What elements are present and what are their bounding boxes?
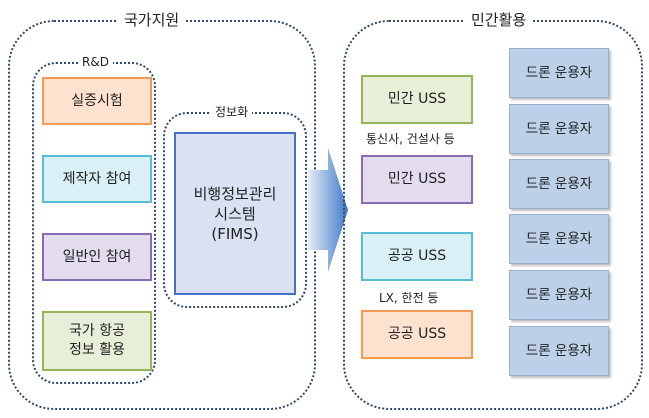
rd-item-field-test: 실증시험 — [42, 77, 152, 125]
flow-arrow-icon — [308, 148, 348, 272]
fims-box: 비행정보관리 시스템 (FIMS) — [174, 132, 296, 295]
rd-item-aviation-info: 국가 항공 정보 활용 — [42, 311, 152, 371]
private-use-title: 민간활용 — [465, 11, 533, 29]
uss-private-1: 민간 USS — [361, 75, 473, 124]
rd-item-manufacturer: 제작자 참여 — [42, 155, 152, 203]
uss-public-1: 공공 USS — [361, 232, 473, 281]
uss-private-2: 민간 USS — [361, 155, 473, 204]
drone-operator: 드론 운용자 — [509, 326, 609, 376]
drone-operator: 드론 운용자 — [509, 104, 609, 154]
drone-operator: 드론 운용자 — [509, 159, 609, 209]
caption-private-uss: 통신사, 건설사 등 — [366, 132, 455, 146]
rd-title: R&D — [78, 55, 113, 69]
drone-operator: 드론 운용자 — [509, 48, 609, 98]
rd-item-public: 일반인 참여 — [42, 233, 152, 281]
drone-operator: 드론 운용자 — [509, 214, 609, 264]
caption-public-uss: LX, 한전 등 — [379, 291, 439, 305]
info-title: 정보화 — [211, 105, 253, 119]
uss-public-2: 공공 USS — [361, 310, 473, 359]
drone-operator: 드론 운용자 — [509, 270, 609, 320]
national-support-title: 국가지원 — [118, 11, 186, 29]
